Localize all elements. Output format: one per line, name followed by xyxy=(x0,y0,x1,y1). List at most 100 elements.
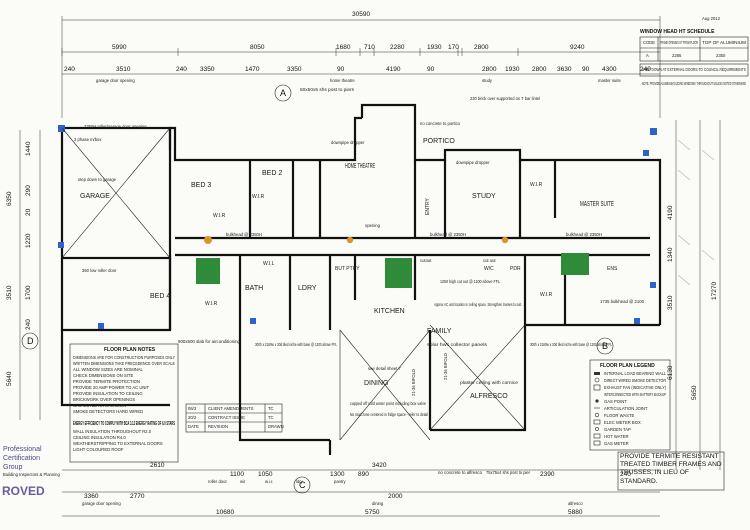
dim-bottom-10: 10680 xyxy=(216,509,234,516)
schedule-code-a: A xyxy=(646,53,649,58)
legend-item-7: ELEC METER BOX xyxy=(604,420,641,425)
room-alfresco: ALFRESCO xyxy=(470,393,508,400)
amend-2-num: DATE xyxy=(188,424,199,429)
energy-item-2: WEATHERSTRIPPING TO EXTERNAL DOORS xyxy=(73,441,163,446)
garage-hatch xyxy=(61,127,526,441)
notes-title: FLOOR PLAN NOTES xyxy=(104,347,156,353)
amend-0-desc: CLIENT AMENDMENTS xyxy=(208,406,254,411)
energy-item-0: WALL INSULATION THROUGHOUT R2.0 xyxy=(73,429,152,434)
left-dim-7: 1700 xyxy=(25,285,32,300)
dim-bottom-7: 240 xyxy=(620,471,631,478)
dim-label-home-theatre: home theatre xyxy=(330,78,355,83)
amend-1-by: TC xyxy=(268,415,274,420)
dim-row2-9: 2800 xyxy=(482,66,497,73)
termite-note-text: PROVIDE TERMITE RESISTANT TREATED TIMBER… xyxy=(620,453,722,485)
cert-line-3: Group xyxy=(3,464,23,471)
legend-item-1: DIRECT WIRED SMOKE DETECTOR xyxy=(604,378,666,383)
bottom-label-alfresco: alfresco xyxy=(568,501,583,506)
dim-row2-8: 90 xyxy=(427,66,435,73)
room-wir-bed3: W.I.R xyxy=(213,213,226,219)
note-roller-door: 350 low roller door xyxy=(82,268,117,273)
dim-top-6: 170 xyxy=(448,44,459,51)
bottom-label-pantry: pantry xyxy=(334,479,347,484)
room-wir-bed2: W.I.R xyxy=(252,194,265,200)
note-tiled-niche-bath: 300h x 2160w x 30d tiled niche with base… xyxy=(255,342,337,347)
garden-tap-icon xyxy=(595,427,599,431)
note-opening: opening xyxy=(365,223,381,228)
grid-marker-a: A xyxy=(280,88,286,98)
legend-item-3: INTERCONNECTED WITH BATTERY BACKUP xyxy=(604,392,666,397)
bottom-label-ldry: ldry xyxy=(296,479,304,484)
note-brick-lintel: 230 brick over supported on T bar lintel xyxy=(470,96,540,101)
room-wc: W/C xyxy=(484,266,494,272)
note-no-stud-zone: No stud zone centered in fridge space - … xyxy=(350,412,428,417)
note-plaster-ceiling: plaster ceiling with cornice xyxy=(460,380,519,385)
left-dim-5: 20 xyxy=(25,208,32,216)
certification-stamp: Professional Certification Group Buildin… xyxy=(2,446,60,498)
room-wir-bed4: W.I.R xyxy=(205,301,218,307)
dim-row2-0: 240 xyxy=(64,66,75,73)
note-bulkhead-1: bulkhead @ 2350H xyxy=(226,232,262,237)
dim-label-garage-door: garage door opening xyxy=(96,78,135,83)
dim-label-master-suite: master suite xyxy=(598,78,621,83)
note-bulkhead-3: bulkhead @ 2350H xyxy=(566,232,602,237)
gas-point-icon xyxy=(595,399,599,403)
window-schedule: WINDOW HEAD HT SCHEDULE CODE FRAME OPENI… xyxy=(639,29,749,86)
smoke-detector-icon xyxy=(501,236,509,244)
dim-bottom-4: 1300 xyxy=(330,471,345,478)
cut-out-marks xyxy=(196,253,589,288)
cert-stamp: ROVED xyxy=(2,484,45,498)
amend-0-by: TC xyxy=(268,406,274,411)
dim-top-0: 5990 xyxy=(112,44,127,51)
dim-row2-2: 240 xyxy=(176,66,187,73)
corner-marker xyxy=(634,318,640,324)
dim-top-3: 710 xyxy=(364,44,375,51)
note-item-1: WRITTEN DIMENSIONS TAKE PRECEDENCE OVER … xyxy=(73,361,175,366)
dim-bottom-5: 890 xyxy=(358,471,369,478)
dim-bottom-8: 3360 xyxy=(84,493,99,500)
dim-row2-1: 3510 xyxy=(116,66,131,73)
note-cut-out: cut out xyxy=(483,258,496,263)
note-cutout: cutout xyxy=(420,258,432,263)
grid-marker-b: B xyxy=(602,341,608,351)
amend-0-num: 06/3 xyxy=(188,406,197,411)
note-item-9: SMOKE DETECTORS HARD WIRED xyxy=(73,409,143,414)
amend-2-by: DRAWN xyxy=(268,424,284,429)
dim-bottom-9: 2770 xyxy=(130,493,145,500)
room-bed-3: BED 3 xyxy=(191,182,211,189)
bottom-label-dining: dining xyxy=(372,501,384,506)
load-bearing-wall-icon xyxy=(594,372,600,375)
note-bulkhead-2100: 1735 bulkhead @ 2100 xyxy=(600,299,645,304)
note-ac-slab: 900x500 slab for airconditioning xyxy=(178,339,241,344)
room-wir-master: W.I.R xyxy=(540,292,553,298)
bottom-dimensions: 2610 1100 1050 3420 1300 890 2390 240 33… xyxy=(62,462,660,517)
room-entry: ENTRY xyxy=(425,197,431,215)
left-dim-6: 5640 xyxy=(6,371,13,386)
right-dim-0: 4190 xyxy=(667,205,674,220)
note-see-detail: see detail sheet 7 xyxy=(368,366,401,371)
dim-bottom-3: 3420 xyxy=(372,462,387,469)
note-item-5: PROVIDE 20 AMP POWER TO AC UNIT xyxy=(73,385,150,390)
right-dim-3: 3510 xyxy=(667,295,674,310)
window-schedule-title: WINDOW HEAD HT SCHEDULE xyxy=(640,29,715,35)
corner-marker xyxy=(98,323,104,329)
dim-bottom-6: 2390 xyxy=(540,471,555,478)
note-item-3: CHECK DIMENSIONS ON SITE xyxy=(73,373,133,378)
room-home-theatre: HOME THEATRE xyxy=(345,163,375,170)
room-but-ptry: BUT PTRY xyxy=(335,266,360,272)
dim-bottom-13: 5880 xyxy=(568,509,583,516)
left-dim-0: 6350 xyxy=(6,191,13,206)
left-dim-1: 3510 xyxy=(6,285,13,300)
note-shs-post-pier: 75x75x4 shs post to pier xyxy=(486,470,531,475)
room-ens: ENS xyxy=(607,266,618,272)
dim-row2-13: 90 xyxy=(582,66,590,73)
room-study: STUDY xyxy=(472,193,496,200)
overall-width: 30590 xyxy=(352,11,370,18)
legend-item-5: ARTICULATION JOINT xyxy=(604,406,648,411)
cut-out-mark xyxy=(385,258,412,288)
corner-marker xyxy=(58,125,65,132)
room-master-suite: MASTER SUITE xyxy=(580,201,614,208)
corner-marker xyxy=(650,282,656,288)
